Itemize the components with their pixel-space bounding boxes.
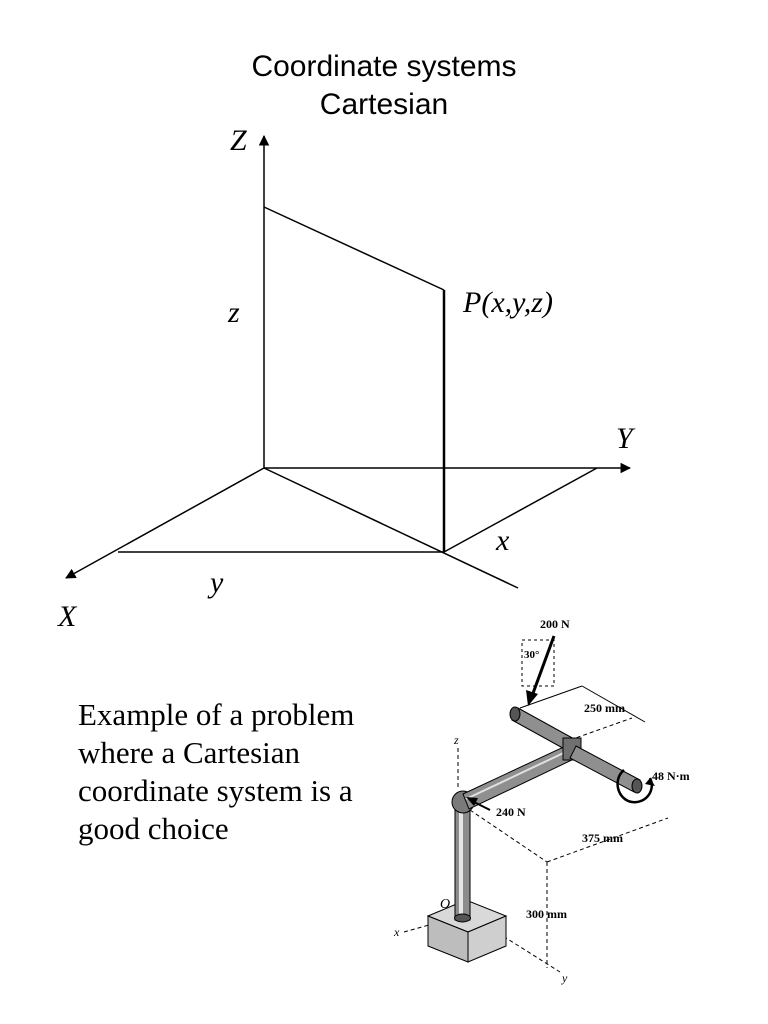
x-component-label: x [495,524,510,557]
figure-z-axis-label: z [453,733,459,747]
angle-label: 30° [524,649,539,661]
example-description: Example of a problem where a Cartesian c… [78,697,355,846]
y-axis-label: Y [616,422,636,455]
figure-origin-label: O [440,897,450,912]
dim-300-label: 300 mm [526,907,567,921]
dim-375-label: 375 mm [582,831,623,845]
z-axis-label: Z [230,124,247,157]
pipe-figure: 200 N 30° 250 mm 48 N·m 240 N 375 mm 300… [393,617,690,985]
z-projection-line [263,206,445,291]
force-240n-label: 240 N [496,805,526,819]
slide-title-line-2: Cartesian [319,88,449,121]
x-projection-line [443,467,598,553]
moment-label: 48 N·m [652,769,690,783]
x-axis [65,467,265,579]
figure-y-axis-label: y [561,971,568,985]
z-component-label: z [227,296,240,329]
point-label: P(x,y,z) [462,286,553,319]
y-component-label: y [207,566,224,599]
figure-x-axis-label: x [393,925,400,939]
slide-title-line-1: Coordinate systems [251,50,517,83]
force-200n-label: 200 N [540,617,570,631]
x-axis-label: X [57,600,78,633]
dim-250-label: 250 mm [584,701,625,715]
origin-to-footprint-line [263,467,519,589]
